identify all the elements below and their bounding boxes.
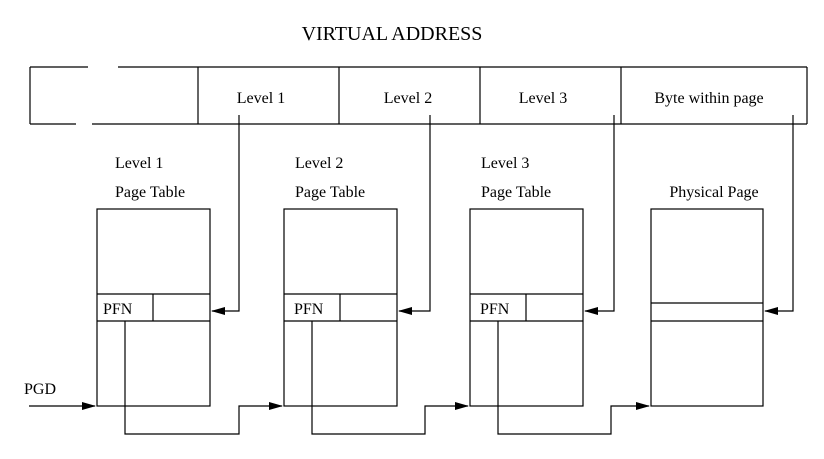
level-1-table-caption-line1: Level 1 — [115, 155, 163, 172]
diagram-title: VIRTUAL ADDRESS — [302, 23, 483, 45]
level-2-pfn-link — [311, 321, 469, 435]
level-3-pfn-label: PFN — [480, 301, 510, 318]
virtual-address-bar: Level 1 Level 2 Level 3 Byte within page — [29, 66, 808, 125]
address-field-level-1: Level 1 — [237, 90, 285, 107]
level-3-pfn-link — [497, 321, 650, 435]
level-2-table-caption-line1: Level 2 — [295, 155, 343, 172]
level-1-page-table: PFN — [96, 208, 211, 407]
level-1-table-caption-line2: Page Table — [115, 184, 185, 201]
physical-page-caption: Physical Page — [669, 184, 758, 201]
level-3-table-caption-line1: Level 3 — [481, 155, 529, 172]
level-2-page-table: PFN — [283, 208, 398, 407]
address-field-level-3: Level 3 — [519, 90, 567, 107]
byte-offset-arrow — [764, 115, 794, 315]
level-1-pfn-label: PFN — [103, 301, 133, 318]
level-3-index-arrow — [584, 115, 615, 315]
pgd-label: PGD — [24, 381, 56, 398]
level-3-table-caption-line2: Page Table — [481, 184, 551, 201]
address-field-byte-within-page: Byte within page — [654, 90, 763, 107]
address-field-level-2: Level 2 — [384, 90, 432, 107]
level-1-pfn-link — [124, 321, 283, 435]
level-3-page-table: PFN — [469, 208, 584, 407]
level-2-index-arrow — [398, 115, 431, 315]
level-2-table-caption-line2: Page Table — [295, 184, 365, 201]
level-1-index-arrow — [211, 115, 240, 315]
level-2-pfn-label: PFN — [294, 301, 324, 318]
physical-page-box — [650, 208, 764, 407]
